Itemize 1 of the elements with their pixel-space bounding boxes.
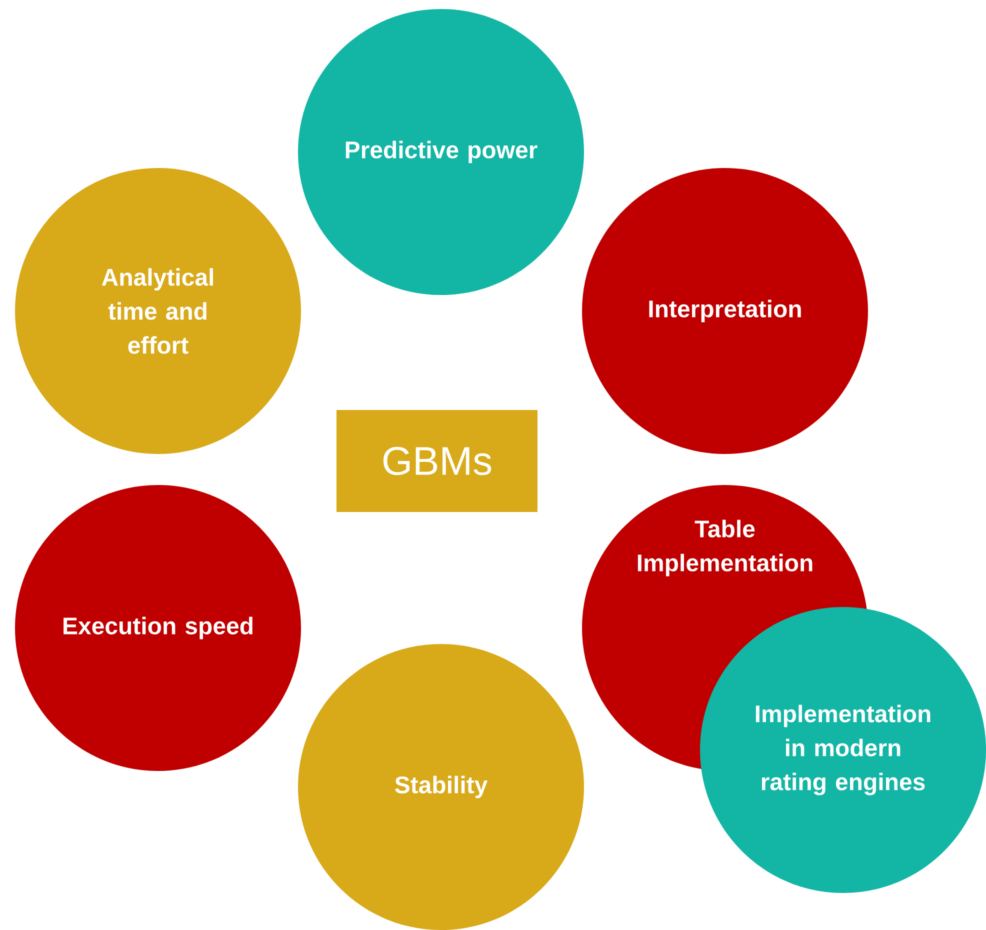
title-box: GBMs: [336, 410, 538, 512]
